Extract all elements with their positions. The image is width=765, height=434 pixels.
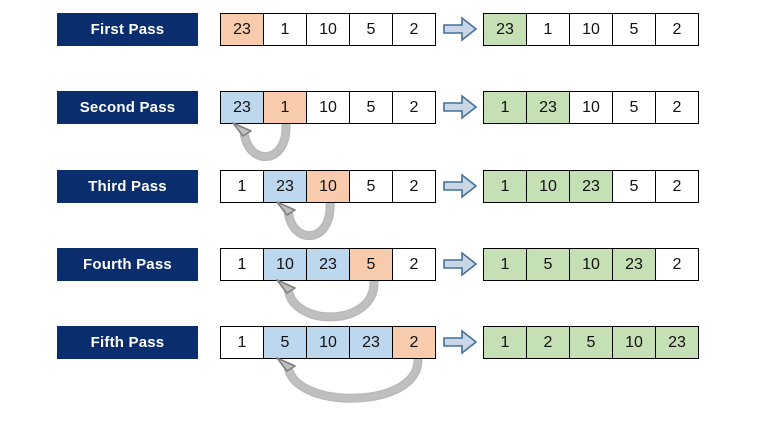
array-cell: 2 xyxy=(392,248,436,281)
array-cell: 10 xyxy=(569,13,613,46)
array-cell: 5 xyxy=(526,248,570,281)
array-cell: 10 xyxy=(263,248,307,281)
array-cell: 1 xyxy=(220,248,264,281)
array-cell: 5 xyxy=(349,170,393,203)
array-cell: 23 xyxy=(569,170,613,203)
array-cell: 5 xyxy=(612,170,656,203)
pass-label: Fourth Pass xyxy=(57,248,198,281)
pass-label: Fifth Pass xyxy=(57,326,198,359)
right-block-arrow-icon xyxy=(443,173,478,199)
array-cell: 23 xyxy=(483,13,527,46)
array-cell: 2 xyxy=(526,326,570,359)
array-cell: 5 xyxy=(349,248,393,281)
array-cell: 2 xyxy=(655,248,699,281)
array-cell: 2 xyxy=(655,91,699,124)
array-cell: 23 xyxy=(612,248,656,281)
array-cell: 1 xyxy=(263,91,307,124)
array-cell: 23 xyxy=(349,326,393,359)
array-cell: 2 xyxy=(655,13,699,46)
array-cell: 23 xyxy=(306,248,350,281)
array-cell: 23 xyxy=(220,91,264,124)
array-cell: 10 xyxy=(306,326,350,359)
array-cell: 23 xyxy=(526,91,570,124)
array-cell: 1 xyxy=(220,170,264,203)
array-cell: 1 xyxy=(263,13,307,46)
array-cell: 1 xyxy=(526,13,570,46)
array-cell: 1 xyxy=(483,170,527,203)
array-cell: 2 xyxy=(655,170,699,203)
array-cell: 10 xyxy=(306,170,350,203)
right-block-arrow-icon xyxy=(443,251,478,277)
array-cell: 1 xyxy=(483,91,527,124)
array-cell: 2 xyxy=(392,91,436,124)
array-cell: 10 xyxy=(612,326,656,359)
array-cell: 10 xyxy=(306,91,350,124)
array-cell: 10 xyxy=(526,170,570,203)
array-cell: 5 xyxy=(612,91,656,124)
array-cell: 1 xyxy=(483,248,527,281)
array-cell: 5 xyxy=(612,13,656,46)
array-cell: 10 xyxy=(569,91,613,124)
array-cell: 1 xyxy=(220,326,264,359)
right-block-arrow-icon xyxy=(443,329,478,355)
array-cell: 5 xyxy=(349,91,393,124)
pass-label: Third Pass xyxy=(57,170,198,203)
array-cell: 23 xyxy=(263,170,307,203)
pass-label: Second Pass xyxy=(57,91,198,124)
array-cell: 5 xyxy=(569,326,613,359)
array-cell: 2 xyxy=(392,170,436,203)
array-cell: 1 xyxy=(483,326,527,359)
array-cell: 2 xyxy=(392,13,436,46)
array-cell: 23 xyxy=(220,13,264,46)
array-cell: 5 xyxy=(349,13,393,46)
array-cell: 2 xyxy=(392,326,436,359)
array-cell: 10 xyxy=(569,248,613,281)
pass-label: First Pass xyxy=(57,13,198,46)
right-block-arrow-icon xyxy=(443,16,478,42)
array-cell: 23 xyxy=(655,326,699,359)
right-block-arrow-icon xyxy=(443,94,478,120)
array-cell: 10 xyxy=(306,13,350,46)
array-cell: 5 xyxy=(263,326,307,359)
